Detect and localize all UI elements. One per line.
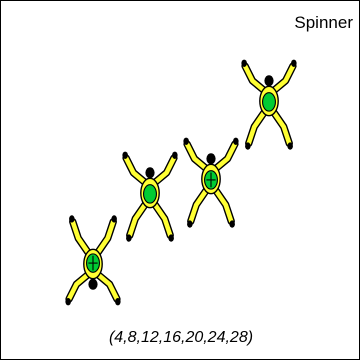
formation-title: Spinner — [294, 13, 353, 32]
jumper-1 — [65, 215, 120, 305]
jumper-2 — [122, 152, 177, 242]
jumper-3 — [183, 138, 238, 228]
jumper-4 — [241, 60, 296, 150]
formation-caption: (4,8,12,16,20,24,28) — [108, 329, 254, 346]
